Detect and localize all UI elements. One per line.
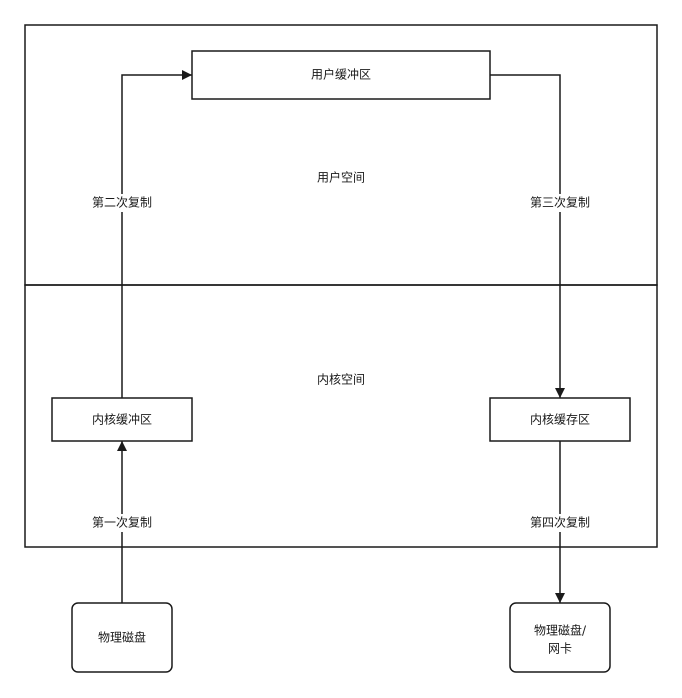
edge-copy2 — [121, 70, 192, 398]
kernel-space-region — [24, 284, 658, 548]
svg-text:内核缓冲区: 内核缓冲区 — [92, 412, 152, 427]
svg-text:用户缓冲区: 用户缓冲区 — [311, 67, 371, 82]
svg-text:物理磁盘: 物理磁盘 — [98, 630, 146, 645]
svg-text:内核缓存区: 内核缓存区 — [530, 413, 590, 427]
svg-text:第四次复制: 第四次复制 — [530, 516, 590, 530]
svg-text:第二次复制: 第二次复制 — [92, 196, 152, 210]
svg-text:第一次复制: 第一次复制 — [92, 516, 152, 530]
disk-source-box: 物理磁盘 — [71, 602, 173, 673]
svg-text:网卡: 网卡 — [548, 642, 572, 656]
edge-copy3 — [490, 74, 565, 398]
edge-label-copy2: 第二次复制 — [86, 194, 158, 212]
kernel-buffer-write-box: 内核缓存区 — [489, 397, 631, 442]
kernel-space-label: 内核空间 — [317, 373, 365, 387]
user-buffer-box: 用户缓冲区 — [191, 50, 491, 100]
user-space-label: 用户空间 — [317, 170, 365, 185]
edge-label-copy1: 第一次复制 — [86, 514, 158, 532]
svg-text:物理磁盘/: 物理磁盘/ — [534, 623, 587, 638]
edge-label-copy4: 第四次复制 — [524, 514, 596, 532]
edge-label-copy3: 第三次复制 — [524, 194, 596, 212]
disk-dest-box: 物理磁盘/ 网卡 — [509, 602, 611, 673]
kernel-buffer-read-box: 内核缓冲区 — [51, 397, 193, 442]
svg-text:第三次复制: 第三次复制 — [530, 196, 590, 210]
